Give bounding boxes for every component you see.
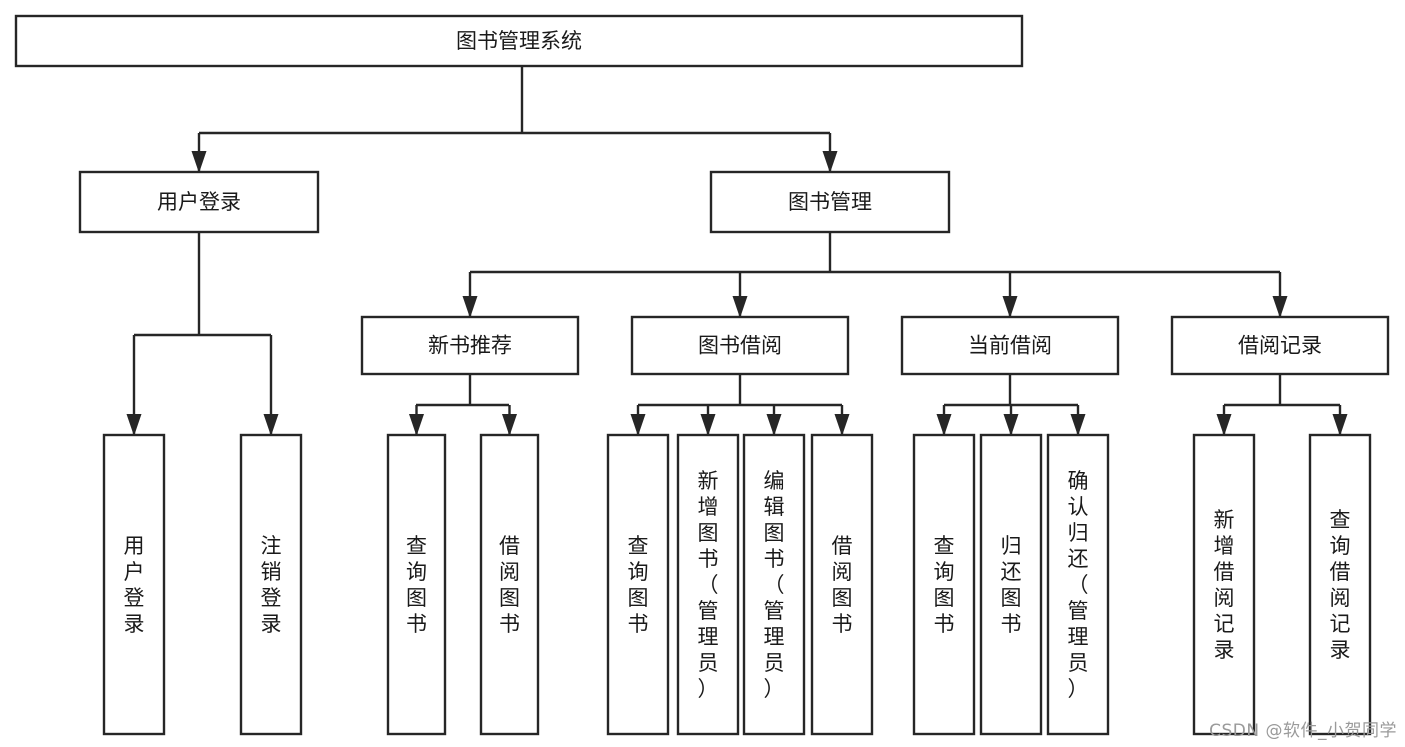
node-box-bookmgmt[interactable] xyxy=(709,170,951,234)
node-newbook[interactable]: 新书推荐 xyxy=(360,315,580,376)
node-box-leaf5[interactable] xyxy=(606,433,670,736)
node-box-leaf6[interactable] xyxy=(676,433,740,736)
arrow-head-icon-leaf4 xyxy=(502,414,517,436)
arrow-head-icon-leaf3 xyxy=(409,414,424,436)
arrow-head-icon-leaf6 xyxy=(700,414,716,436)
node-label-leaf12: 新增借阅记录 xyxy=(1214,508,1235,662)
arrow-head-icon-leaf13 xyxy=(1332,414,1348,436)
node-box-root[interactable] xyxy=(14,14,1024,68)
node-label-leaf2: 注销登录 xyxy=(261,534,282,636)
node-box-newbook[interactable] xyxy=(360,315,580,376)
node-label-newbook: 新书推荐 xyxy=(428,334,512,358)
node-leaf1[interactable]: 用户登录 xyxy=(102,433,166,736)
connectors-layer xyxy=(126,66,1348,436)
node-label-borrow: 图书借阅 xyxy=(698,334,782,358)
arrow-head-icon-current xyxy=(1002,296,1018,318)
node-label-leaf6: 新增图书（管理员） xyxy=(698,469,719,701)
arrow-head-icon-records xyxy=(1272,296,1288,318)
node-label-root: 图书管理系统 xyxy=(456,29,582,53)
node-label-records: 借阅记录 xyxy=(1238,334,1322,358)
arrow-head-icon-leaf1 xyxy=(126,414,142,436)
node-leaf8[interactable]: 借阅图书 xyxy=(810,433,874,736)
node-leaf9[interactable]: 查询图书 xyxy=(912,433,976,736)
csdn-watermark: CSDN @软件_小贺同学 xyxy=(1209,721,1397,741)
node-leaf11[interactable]: 确认归还（管理员） xyxy=(1046,433,1110,736)
node-box-leaf12[interactable] xyxy=(1192,433,1256,736)
arrow-head-icon-leaf11 xyxy=(1070,414,1086,436)
arrow-head-icon-leaf10 xyxy=(1003,414,1019,436)
node-box-leaf9[interactable] xyxy=(912,433,976,736)
arrow-head-icon-borrow xyxy=(732,296,748,318)
node-label-current: 当前借阅 xyxy=(968,334,1052,358)
node-label-login: 用户登录 xyxy=(157,190,241,214)
node-leaf13[interactable]: 查询借阅记录 xyxy=(1308,433,1372,736)
node-box-current[interactable] xyxy=(900,315,1120,376)
node-bookmgmt[interactable]: 图书管理 xyxy=(709,170,951,234)
node-label-leaf13: 查询借阅记录 xyxy=(1330,508,1351,662)
node-box-records[interactable] xyxy=(1170,315,1390,376)
node-label-leaf9: 查询图书 xyxy=(934,534,955,636)
node-box-leaf8[interactable] xyxy=(810,433,874,736)
node-root[interactable]: 图书管理系统 xyxy=(14,14,1024,68)
arrow-head-icon-leaf7 xyxy=(766,414,782,436)
node-leaf12[interactable]: 新增借阅记录 xyxy=(1192,433,1256,736)
node-label-leaf4: 借阅图书 xyxy=(499,534,520,636)
node-label-leaf1: 用户登录 xyxy=(124,534,145,636)
node-leaf6[interactable]: 新增图书（管理员） xyxy=(676,433,740,736)
node-label-leaf8: 借阅图书 xyxy=(832,534,853,636)
arrow-head-icon-newbook xyxy=(462,296,478,318)
arrow-head-icon-leaf12 xyxy=(1216,414,1232,436)
node-leaf7[interactable]: 编辑图书（管理员） xyxy=(742,433,806,736)
node-leaf3[interactable]: 查询图书 xyxy=(386,433,447,736)
node-box-leaf10[interactable] xyxy=(979,433,1043,736)
node-box-leaf3[interactable] xyxy=(386,433,447,736)
node-box-leaf4[interactable] xyxy=(479,433,540,736)
arrow-head-icon-leaf8 xyxy=(834,414,850,436)
node-label-leaf11: 确认归还（管理员） xyxy=(1068,469,1089,701)
node-box-leaf7[interactable] xyxy=(742,433,806,736)
arrow-head-icon-leaf9 xyxy=(936,414,952,436)
node-leaf2[interactable]: 注销登录 xyxy=(239,433,303,736)
node-box-leaf13[interactable] xyxy=(1308,433,1372,736)
node-label-leaf3: 查询图书 xyxy=(406,534,427,636)
arrow-head-icon-leaf2 xyxy=(263,414,279,436)
node-leaf4[interactable]: 借阅图书 xyxy=(479,433,540,736)
nodes-layer: 图书管理系统用户登录图书管理新书推荐图书借阅当前借阅借阅记录用户登录注销登录查询… xyxy=(14,14,1390,736)
node-box-leaf1[interactable] xyxy=(102,433,166,736)
node-label-leaf5: 查询图书 xyxy=(628,534,649,636)
node-box-login[interactable] xyxy=(78,170,320,234)
node-leaf5[interactable]: 查询图书 xyxy=(606,433,670,736)
node-label-leaf7: 编辑图书（管理员） xyxy=(764,469,785,701)
node-borrow[interactable]: 图书借阅 xyxy=(630,315,850,376)
node-box-leaf2[interactable] xyxy=(239,433,303,736)
node-box-leaf11[interactable] xyxy=(1046,433,1110,736)
arrow-head-icon-leaf5 xyxy=(630,414,646,436)
node-current[interactable]: 当前借阅 xyxy=(900,315,1120,376)
node-label-leaf10: 归还图书 xyxy=(1001,534,1022,636)
node-label-bookmgmt: 图书管理 xyxy=(788,190,872,214)
arrow-head-icon-bookmgmt xyxy=(822,151,838,173)
node-box-borrow[interactable] xyxy=(630,315,850,376)
node-leaf10[interactable]: 归还图书 xyxy=(979,433,1043,736)
node-login[interactable]: 用户登录 xyxy=(78,170,320,234)
arrow-head-icon-login xyxy=(191,151,207,173)
node-records[interactable]: 借阅记录 xyxy=(1170,315,1390,376)
